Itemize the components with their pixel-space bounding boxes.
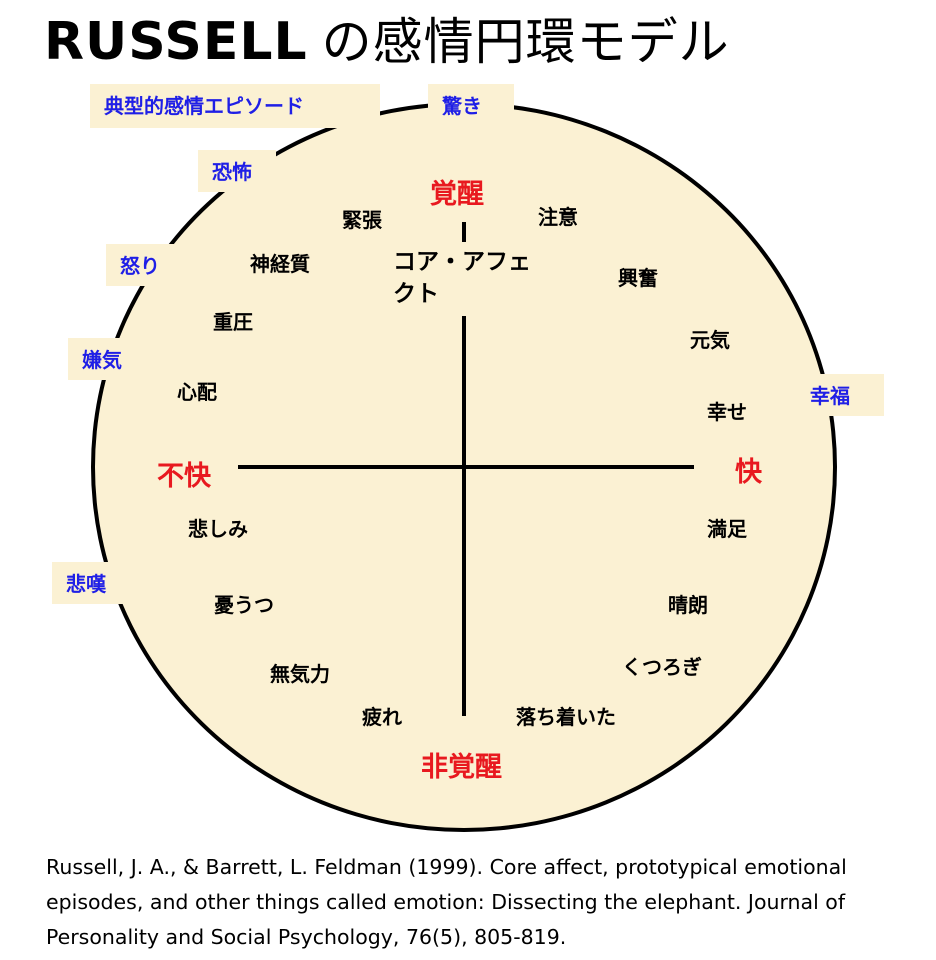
emotion-sadness: 悲しみ xyxy=(188,517,248,541)
emotion-depressed: 憂うつ xyxy=(214,593,274,617)
emotion-satisfied: 満足 xyxy=(707,517,747,541)
core-affect-label: コア・アフェクト xyxy=(393,249,531,307)
title-main: RUSSELL xyxy=(44,12,308,72)
emotion-serene: 晴朗 xyxy=(668,593,708,617)
emotion-relaxed: くつろぎ xyxy=(622,655,702,679)
prototype-disgust: 嫌気 xyxy=(68,338,150,380)
emotion-lethargic: 無気力 xyxy=(270,662,330,686)
emotion-nervous: 神経質 xyxy=(250,252,310,276)
pole-non-arousal: 非覚醒 xyxy=(421,752,502,783)
prototype-grief: 悲嘆 xyxy=(52,562,136,604)
emotion-excited: 興奮 xyxy=(618,266,658,290)
pole-unpleasant: 不快 xyxy=(157,461,211,492)
pole-pleasant: 快 xyxy=(735,457,762,488)
emotion-pressure: 重圧 xyxy=(213,310,253,334)
prototype-happiness: 幸福 xyxy=(796,374,884,416)
prototypical-episodes-header: 典型的感情エピソード xyxy=(90,84,380,128)
prototype-anger: 怒り xyxy=(106,244,184,286)
emotion-attention: 注意 xyxy=(538,205,578,229)
citation: Russell, J. A., & Barrett, L. Feldman (1… xyxy=(46,855,847,949)
prototype-surprise: 驚き xyxy=(428,84,514,124)
prototype-fear: 恐怖 xyxy=(198,150,276,192)
emotion-worry: 心配 xyxy=(177,380,217,404)
emotion-calm: 落ち着いた xyxy=(516,705,616,729)
emotion-tension: 緊張 xyxy=(342,208,382,232)
valence-axis xyxy=(238,465,694,469)
arousal-axis xyxy=(462,316,466,716)
emotion-happy: 幸せ xyxy=(707,400,747,424)
arousal-axis-tick xyxy=(462,222,466,242)
pole-arousal: 覚醒 xyxy=(430,179,484,210)
emotion-energetic: 元気 xyxy=(690,328,730,352)
emotion-tired: 疲れ xyxy=(362,705,402,729)
title-sub: の感情円環モデル xyxy=(321,13,730,71)
